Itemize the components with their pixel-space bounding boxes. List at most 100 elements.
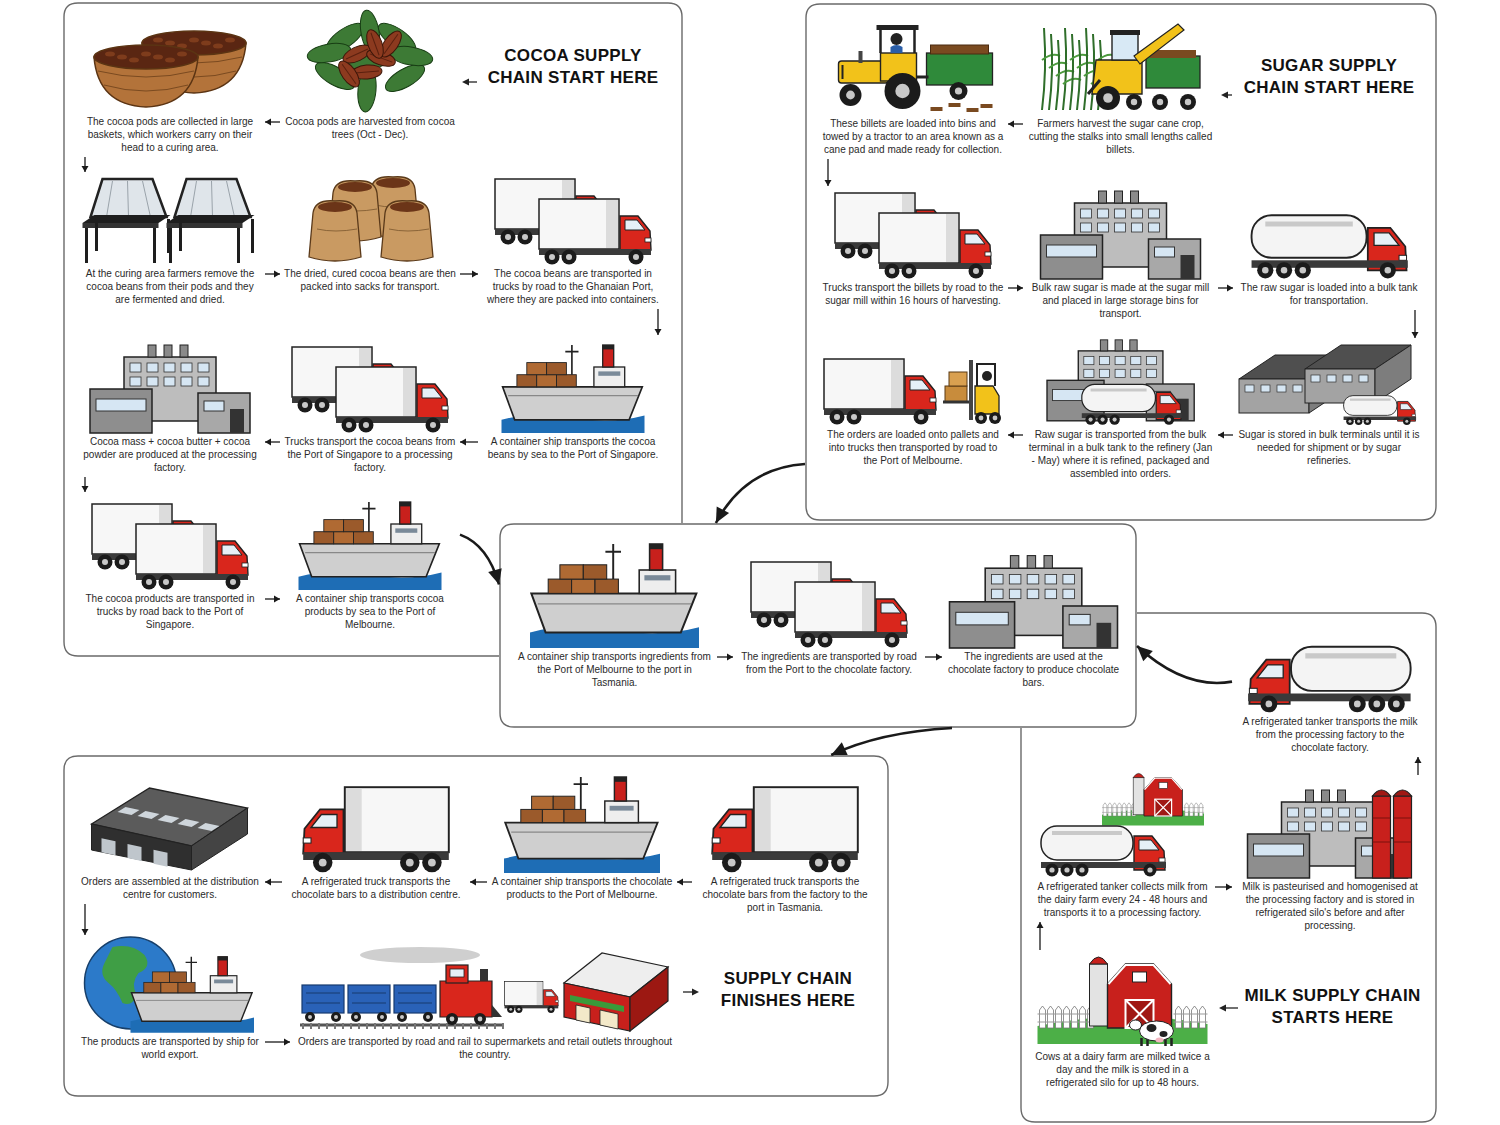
forklift-truck-icon xyxy=(914,410,929,425)
truck-icon xyxy=(203,525,215,573)
step-caption: A container ship transports ingredients … xyxy=(512,650,717,689)
icon-space xyxy=(1023,338,1218,428)
milk-collection-icon xyxy=(1190,803,1194,816)
dairy-farm-icon xyxy=(1048,1006,1054,1028)
cocoa-pods-icon xyxy=(371,33,379,56)
step-box: The ingredients are used at the chocolat… xyxy=(942,530,1125,692)
milk-factory-icon xyxy=(1248,790,1412,878)
truck-icon xyxy=(342,418,357,433)
forklift-truck-icon xyxy=(918,414,924,420)
dairy-farm-icon xyxy=(1147,1024,1157,1032)
harvester-icon xyxy=(1126,94,1142,110)
milk-collection-icon xyxy=(1118,803,1122,816)
tractor-icon xyxy=(881,29,915,53)
road-rail-retail-icon xyxy=(630,967,668,1031)
milk-factory-icon xyxy=(1373,796,1391,878)
refrigerated-truck-icon xyxy=(722,853,742,873)
refrigerated-truck-icon xyxy=(346,789,362,851)
road-rail-retail-icon xyxy=(438,1023,440,1029)
flow-arrow xyxy=(1137,646,1232,683)
container-ship-icon xyxy=(502,345,645,433)
truck-icon xyxy=(501,230,516,245)
road-rail-retail-icon xyxy=(348,985,390,1013)
flow-arrow-line xyxy=(84,904,85,935)
flow-arrow xyxy=(1415,757,1422,775)
icon-space xyxy=(280,10,460,115)
distribution-centre-icon xyxy=(92,824,192,870)
road-rail-retail-icon xyxy=(462,1023,464,1029)
step-caption: Orders are transported by road and rail … xyxy=(290,1035,680,1061)
step-caption: Cocoa pods are harvested from cocoa tree… xyxy=(280,115,460,141)
supply-chain-panel: SUPPLY CHAIN FINISHES HERE A refrigerated… xyxy=(63,755,889,1097)
factory-icon xyxy=(181,377,192,386)
road-rail-retail-icon xyxy=(504,981,542,1005)
forklift-truck-icon xyxy=(975,386,999,414)
road-rail-retail-icon xyxy=(358,1023,360,1029)
distribution-centre-icon xyxy=(154,850,168,867)
container-ship-icon xyxy=(527,363,547,375)
tanker-icon xyxy=(1300,267,1307,274)
factory-icon xyxy=(1045,589,1057,598)
road-rail-retail-icon xyxy=(377,1012,387,1022)
tractor-icon xyxy=(840,84,862,106)
step-caption: Sugar is stored in bulk terminals until … xyxy=(1233,428,1425,467)
flow-arrow-line xyxy=(265,1041,290,1042)
container-ship-icon xyxy=(531,593,696,632)
factory-icon xyxy=(164,377,175,386)
refrigerated-truck-icon xyxy=(428,859,436,867)
step-box: Raw sugar is transported from the bulk t… xyxy=(1023,338,1218,483)
container-ship-icon xyxy=(603,345,614,367)
forklift-truck-icon xyxy=(982,371,992,381)
factory-icon xyxy=(1041,191,1201,279)
truck-icon xyxy=(146,579,152,585)
factory-icon xyxy=(1044,556,1052,569)
finish-arrow xyxy=(683,989,699,996)
factory-icon xyxy=(148,345,156,357)
step-box: A refrigerated truck transports the choc… xyxy=(692,765,878,917)
bulk-terminal-icon xyxy=(1412,414,1415,416)
road-rail-retail-icon xyxy=(480,969,488,981)
road-rail-retail-icon xyxy=(555,1000,558,1002)
sack-icon xyxy=(390,202,424,212)
factory-icon xyxy=(198,363,209,372)
flow-arrow-line xyxy=(1008,287,1023,288)
icon-space xyxy=(1030,770,1215,880)
panel-heading: SUPPLY CHAIN FINISHES HERE xyxy=(700,968,876,1012)
cocoa-pods-icon xyxy=(342,64,356,84)
flow-arrow-line xyxy=(925,656,942,657)
flow-arrow-line xyxy=(1137,646,1232,683)
container-ship-icon xyxy=(521,809,543,822)
container-ship-icon xyxy=(400,502,411,524)
road-rail-retail-icon xyxy=(509,1008,512,1011)
factory-icon xyxy=(1010,556,1018,569)
step-caption: Orders are assembled at the distribution… xyxy=(75,875,265,901)
panel-outline xyxy=(1021,613,1436,1122)
milk-collection-icon xyxy=(1139,840,1159,850)
milk-collection-icon xyxy=(1041,773,1204,876)
tanker-icon xyxy=(1257,262,1273,278)
step-box: Milk is pasteurised and homogenised at t… xyxy=(1232,775,1428,935)
flow-arrow xyxy=(717,654,733,661)
world-export-icon xyxy=(152,972,169,982)
step-caption: Trucks transport the cocoa beans from th… xyxy=(280,435,460,474)
truck-icon xyxy=(430,422,436,428)
flow-arrow xyxy=(716,464,805,523)
tractor-icon xyxy=(981,104,993,108)
basket-icon xyxy=(141,52,151,57)
basket-icon xyxy=(153,55,163,60)
truck-icon xyxy=(403,368,415,416)
factory-icon xyxy=(1041,235,1103,279)
road-rail-retail-icon xyxy=(440,981,492,1017)
arrow-head xyxy=(265,439,271,446)
forklift-truck-icon xyxy=(910,380,930,390)
refrigerated-truck-icon xyxy=(754,787,858,852)
drying-rack-icon xyxy=(83,223,159,228)
world-export-icon xyxy=(210,976,237,993)
flow-arrow-line xyxy=(84,477,85,492)
basket-icon xyxy=(189,38,199,43)
road-rail-retail-icon xyxy=(305,1012,315,1022)
step-box: Farmers harvest the sugar cane crop, cut… xyxy=(1023,12,1218,159)
truck-icon xyxy=(539,199,619,249)
container-ship-icon xyxy=(650,544,663,570)
truck-icon xyxy=(545,250,560,265)
